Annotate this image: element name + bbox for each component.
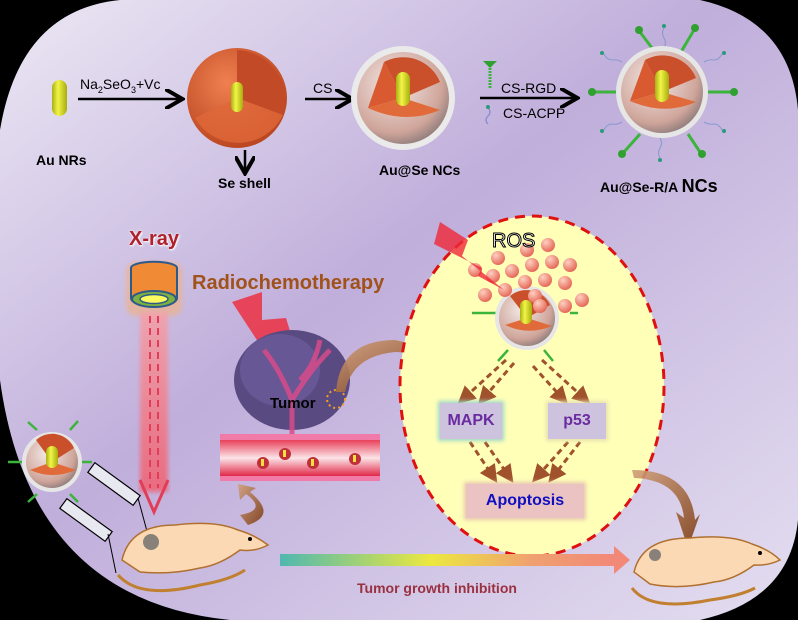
gold-nanorod-icon — [52, 80, 67, 116]
xray-label: X-ray — [129, 228, 180, 250]
rgd-ligand-icon — [483, 61, 497, 88]
p53-node: p53 — [548, 403, 606, 439]
cell-lightning-bolt-icon — [434, 222, 504, 290]
radiochemotherapy-label: Radiochemotherapy — [192, 272, 385, 294]
tumor-label: Tumor — [270, 395, 316, 412]
injected-nanocluster-icon — [8, 420, 92, 503]
blood-vessel-icon — [220, 434, 380, 481]
mouse-treated-icon — [116, 522, 270, 593]
se-shell-label: Se shell — [218, 175, 271, 191]
au-se-ra-prefix: Au@Se-R/A — [600, 179, 682, 195]
reagent-seo: SeO — [102, 76, 131, 92]
mapk-node: MAPK — [440, 403, 502, 439]
tumor-growth-inhibition-label: Tumor growth inhibition — [357, 580, 517, 596]
ros-particles — [468, 238, 589, 313]
curved-arrow-cell-to-mouse — [632, 470, 700, 548]
au-se-ncs-label: Au@Se NCs — [379, 162, 461, 178]
syringe-icon-2 — [58, 497, 117, 574]
pathway-arrows — [457, 358, 591, 483]
curved-arrow-mouse-to-vessel — [238, 484, 264, 525]
xray-beam — [138, 312, 170, 516]
step3-reagent-acpp-label: CS-ACPP — [503, 105, 566, 121]
reagent-sub-3: 3 — [130, 84, 136, 95]
apoptosis-node: Apoptosis — [466, 484, 584, 518]
step1-reagent-label: Na2SeO3+Vc — [80, 76, 160, 95]
ros-label: ROS — [491, 230, 536, 253]
reagent-vc: +Vc — [135, 76, 161, 92]
au-se-r-a-nanocluster-icon — [588, 24, 738, 162]
step3-reagent-rgd-label: CS-RGD — [501, 80, 557, 96]
tumor-inhibition-arrow — [280, 546, 630, 574]
au-se-ra-ncs-label: Au@Se-R/A NCs — [600, 176, 718, 197]
mouse-outcome-icon — [630, 536, 782, 606]
au-se-ra-suffix: NCs — [681, 176, 718, 196]
xray-source-icon — [126, 260, 182, 316]
tumor-mass-icon — [234, 330, 350, 440]
step2-reagent-label: CS — [313, 80, 333, 96]
au-se-nanocluster-icon — [351, 46, 455, 150]
se-shell-sphere-icon — [187, 48, 287, 148]
reagent-na: Na — [80, 76, 98, 92]
reagent-sub-2: 2 — [97, 84, 103, 95]
acpp-ligand-icon — [485, 105, 491, 125]
au-nrs-label: Au NRs — [36, 152, 87, 168]
syringe-icon — [86, 461, 149, 536]
